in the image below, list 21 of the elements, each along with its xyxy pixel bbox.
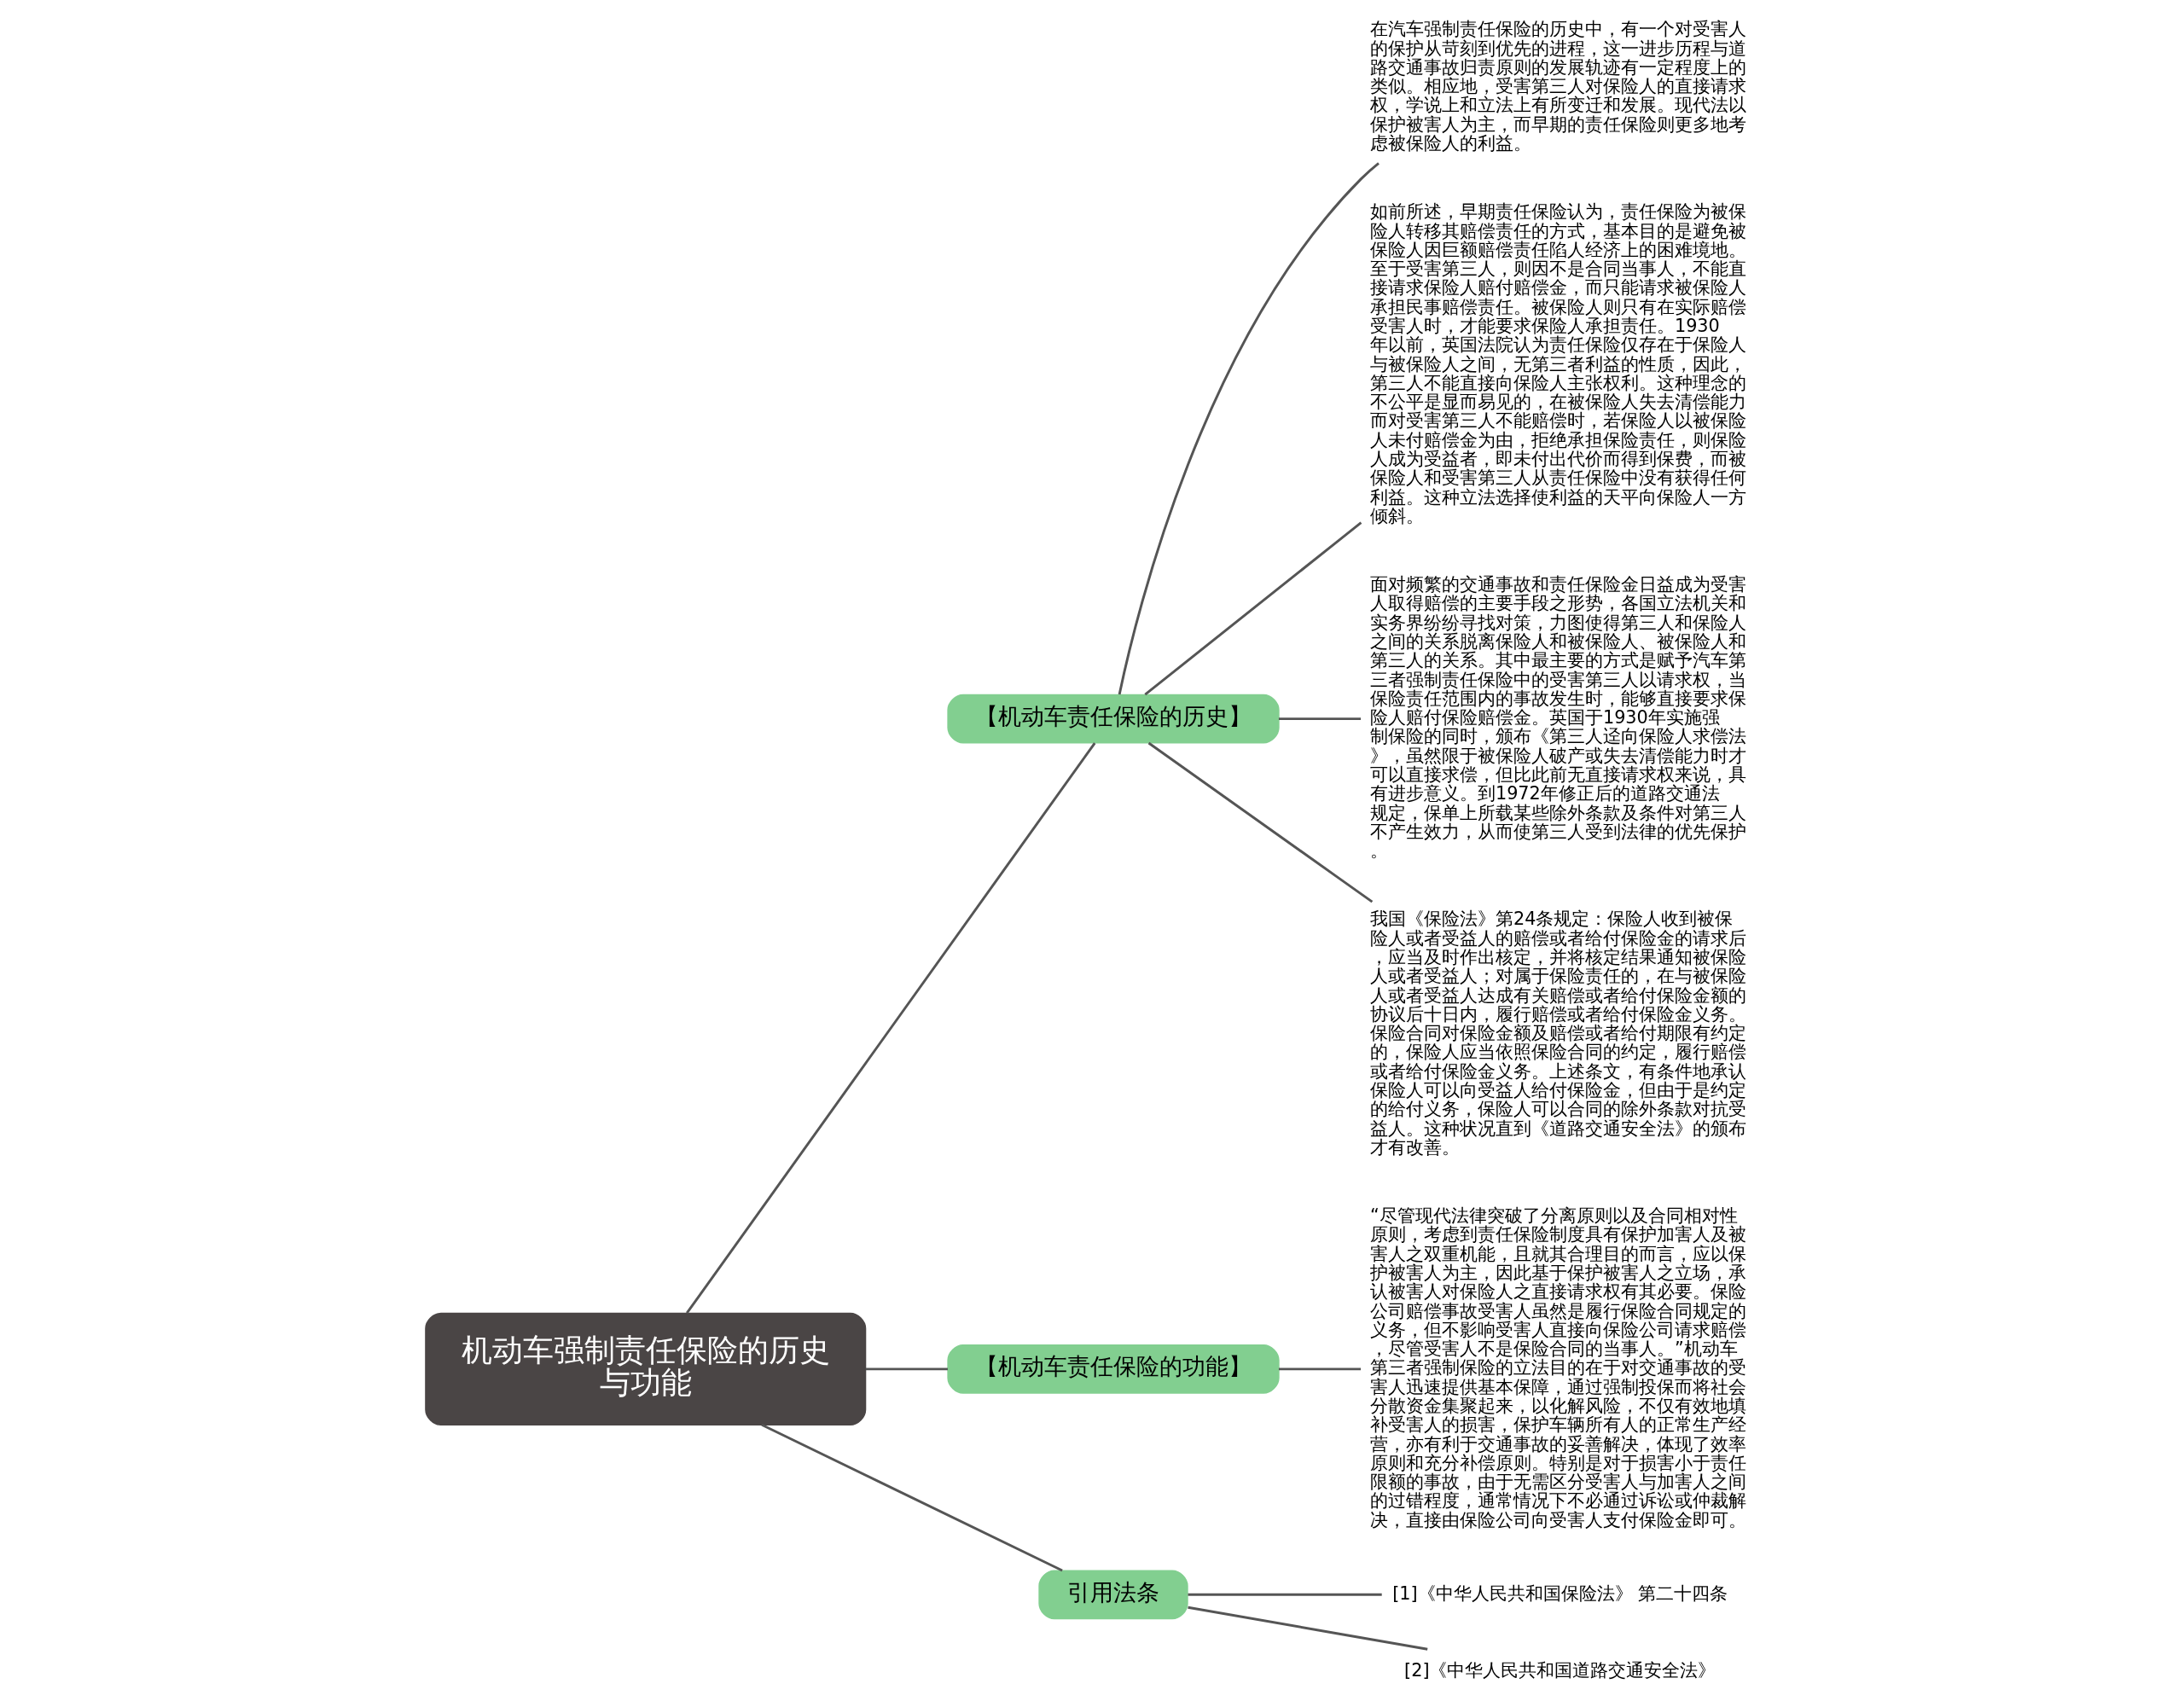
connector (1278, 717, 1361, 721)
node-box: 【机动车责任保险的功能】 (946, 1344, 1280, 1394)
node-text: “尽管现代法律突破了分离原则以及合同相对性原则，考虑到责任保险制度具有保护加害人及被害人之双重机能，且就其合理目的而言，应以保护被害人为主，因此基于保护被害人之立场，承认被害人对保险人之直接请求权有其必要。保险公司赔偿事故受害人虽然是履行保险合同规定的义务，但不影响受害人直接向保险公司请求赔偿，尽管受害人不是保险合同的当事人。”机动车第三者强制保险的立法目的在于对交通事故的受害人迅速提供基本保障，通过强制投保而将社会分散资金集聚起来，以化解风险，不仅有效地填补受害人的损害，保护车辆所有人的正常生产经营，亦有利于交通事故的妥善解决，体现了效率原则和充分补偿原则。特别是对于损害小于责任限额的事故，由于无需区分受害人与加害人之间的过错程度，通常情况下不必通过诉讼或仲裁解决，直接由保险公司向受害人支付保险金即可。 (1369, 1205, 1746, 1530)
node-text: 在汽车强制责任保险的历史中，有一个对受害人的保护从苛刻到优先的进程，这一进步历程与道路交通事故归责原则的发展轨迹有一定程度上的类似。相应地，受害第三人对保险人的直接请求权，学说上和立法上有所变迁和发展。现代法以保护被害人为主，而早期的责任保险则更多地考虑被保险人的利益。 (1369, 19, 1746, 154)
node-text: [1]《中华人民共和国保险法》 第二十四条 (1391, 1582, 1728, 1604)
connector (1278, 1367, 1361, 1371)
node-box: 机动车强制责任保险的历史与功能 (424, 1312, 866, 1425)
connector (1118, 162, 1380, 695)
connector (685, 742, 1095, 1315)
node-text: 如前所述，早期责任保险认为，责任保险为被保险人转移其赔偿责任的方式，基本目的是避免被保险人因巨额赔偿责任陷人经济上的困难境地。至于受害第三人，则因不是合同当事人，不能直接请求保险人赔付赔偿金，而只能请求被保险人承担民事赔偿责任。被保险人则只有在实际赔偿受害人时，才能要求保险人承担责任。1930年以前，英国法院认为责任保险仅存在于保险人与被保险人之间，无第三者利益的性质，因此，第三人不能直接向保险人主张权利。这种理念的不公平是显而易见的，在被保险人失去清偿能力而对受害第三人不能赔偿时，若保险人以被保险人未付赔偿金为由，拒绝承担保险责任，则保险人成为受益者，即未付出代价而得到保费，而被保险人和受害第三人从责任保险中没有获得任何利益。这种立法选择使利益的天平向保险人一方倾斜。 (1369, 201, 1746, 526)
connector (760, 1423, 1063, 1572)
connector (1188, 1593, 1382, 1596)
connector (1187, 1605, 1427, 1651)
connector (1143, 521, 1362, 696)
node-box: 引用法条 (1037, 1570, 1188, 1620)
node-box: 【机动车责任保险的历史】 (946, 694, 1280, 744)
node-text: 我国《保险法》第24条规定：保险人收到被保险人或者受益人的赔偿或者给付保险金的请求后，应当及时作出核定，并将核定结果通知被保险人或者受益人；对属于保险责任的，在与被保险人或者受益人达成有关赔偿或者给付保险金额的协议后十日内，履行赔偿或者给付保险金义务。保险合同对保险金额及赔偿或者给付期限有约定的，保险人应当依照保险合同的约定，履行赔偿或者给付保险金义务。上述条文，有条件地承认保险人可以向受益人给付保险金，但由于是约定的给付义务，保险人可以合同的除外条款对抗受益人。这种状况直到《道路交通安全法》的颁布才有改善。 (1369, 909, 1746, 1158)
node-text: 面对频繁的交通事故和责任保险金日益成为受害人取得赔偿的主要手段之形势，各国立法机关和实务界纷纷寻找对策，力图使得第三人和保险人之间的关系脱离保险人和被保险人、被保险人和第三人的关系。其中最主要的方式是赋予汽车第三者强制责任保险中的受害第三人以请求权，当保险责任范围内的事故发生时，能够直接要求保险人赔付保险赔偿金。英国于1930年实施强制保险的同时，颁布《第三人迳向保险人求偿法》，虽然限于被保险人破产或失去清偿能力时才可以直接求偿，但比此前无直接请求权来说，具有进步意义。到1972年修正后的道路交通法规定，保单上所载某些除外条款及条件对第三人不产生效力，从而使第三人受到法律的优先保护。 (1369, 574, 1746, 862)
connector (865, 1367, 948, 1371)
connector (1147, 741, 1373, 903)
node-text: [2]《中华人民共和国道路交通安全法》 (1403, 1660, 1716, 1681)
